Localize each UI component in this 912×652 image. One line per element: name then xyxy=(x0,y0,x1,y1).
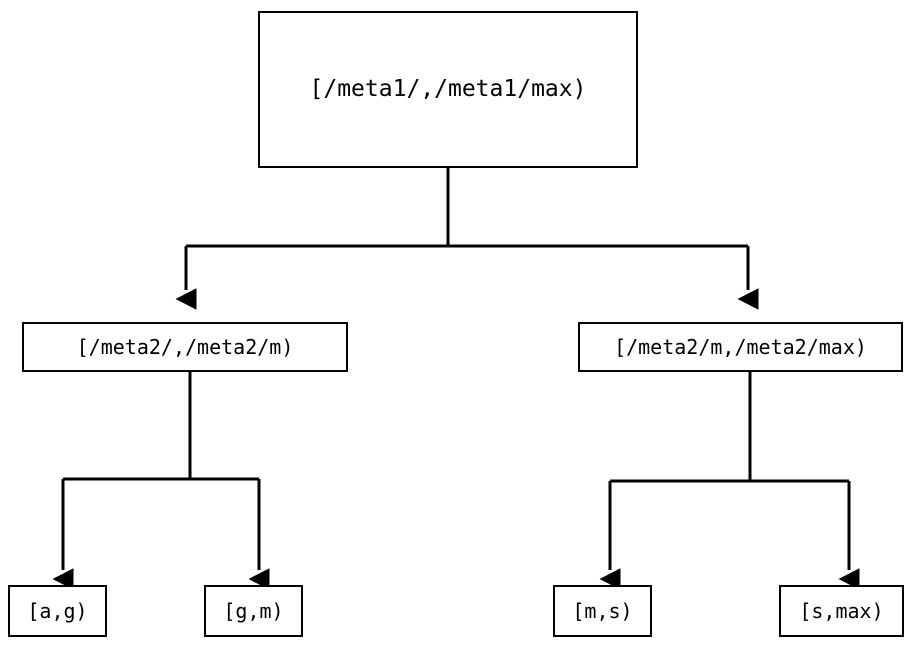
tree-node-leaf-a-g-label: [a,g) xyxy=(27,599,88,623)
tree-node-leaf-g-m[interactable]: [g,m) xyxy=(204,585,303,637)
tree-node-leaf-s-max[interactable]: [s,max) xyxy=(779,585,904,637)
tree-node-l2-left[interactable]: [/meta2/,/meta2/m) xyxy=(22,322,348,372)
tree-node-l2-left-label: [/meta2/,/meta2/m) xyxy=(76,335,294,359)
edge-root-to-level2 xyxy=(175,168,759,310)
edge-l2right-to-leaves xyxy=(599,372,860,590)
tree-node-l2-right-label: [/meta2/m,/meta2/max) xyxy=(614,335,867,359)
edge-l2left-to-leaves xyxy=(52,372,270,590)
tree-node-root-label: [/meta1/,/meta1/max) xyxy=(309,76,587,102)
tree-node-leaf-m-s[interactable]: [m,s) xyxy=(553,585,652,637)
tree-node-leaf-a-g[interactable]: [a,g) xyxy=(8,585,107,637)
tree-node-l2-right[interactable]: [/meta2/m,/meta2/max) xyxy=(578,322,903,372)
tree-node-leaf-g-m-label: [g,m) xyxy=(223,599,284,623)
tree-node-root[interactable]: [/meta1/,/meta1/max) xyxy=(258,11,638,168)
tree-node-leaf-m-s-label: [m,s) xyxy=(572,599,633,623)
tree-node-leaf-s-max-label: [s,max) xyxy=(799,599,884,623)
